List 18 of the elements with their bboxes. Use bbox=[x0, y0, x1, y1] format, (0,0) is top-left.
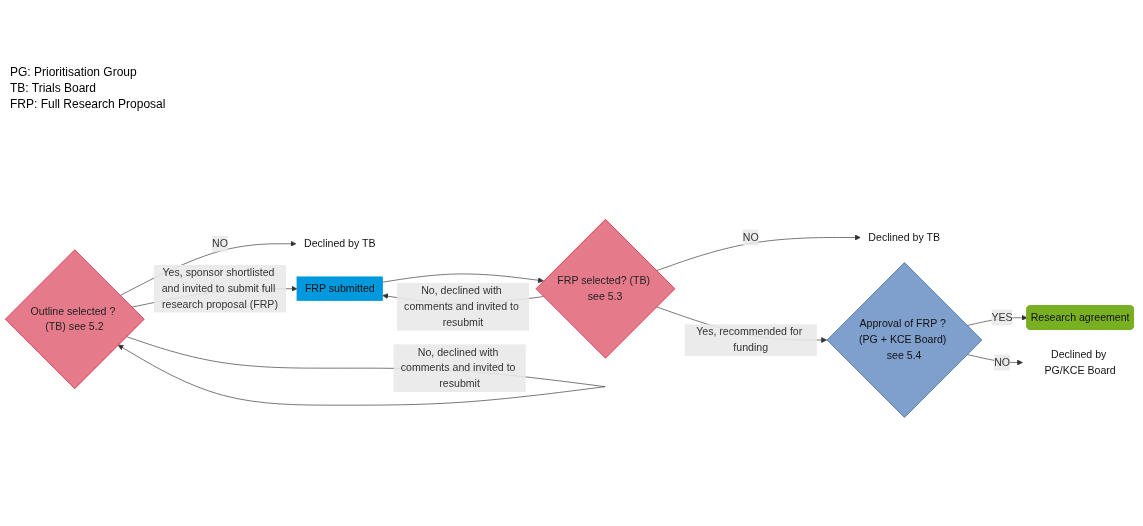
node-box: FRP submitted bbox=[296, 276, 383, 301]
node-diamond: Outline selected ? (TB) see 5.2 bbox=[4, 249, 145, 389]
edge-label: NO bbox=[994, 356, 1011, 368]
abbreviation-note: FRP: Full Research Proposal bbox=[10, 96, 166, 112]
node-text: Declined by TB bbox=[304, 237, 376, 249]
node-diamond: FRP selected? (TB) see 5.3 bbox=[535, 218, 676, 359]
node-text: Declined by TB bbox=[868, 231, 940, 243]
edge-label: No, declined with comments and invited to resubmit bbox=[400, 345, 516, 389]
edge-label: No, declined with comments and invited to resubmit bbox=[404, 284, 519, 328]
edge-label: Yes, recommended for funding bbox=[696, 325, 803, 353]
edge-label: NO bbox=[742, 231, 759, 243]
abbreviation-note: PG: Prioritisation Group bbox=[10, 64, 138, 80]
edge-label: Yes, sponsor shortlisted and invited to submit full research proposal (FRP) bbox=[161, 266, 278, 310]
edge-label: NO bbox=[212, 237, 228, 249]
node-text: Declined by PG/KCE Board bbox=[1044, 348, 1116, 376]
abbreviation-note: TB: Trials Board bbox=[10, 80, 98, 96]
node-diamond: Approval of FRP ? (PG + KCE Board) see 5.4 bbox=[826, 261, 983, 418]
edge-label: YES bbox=[991, 311, 1013, 323]
